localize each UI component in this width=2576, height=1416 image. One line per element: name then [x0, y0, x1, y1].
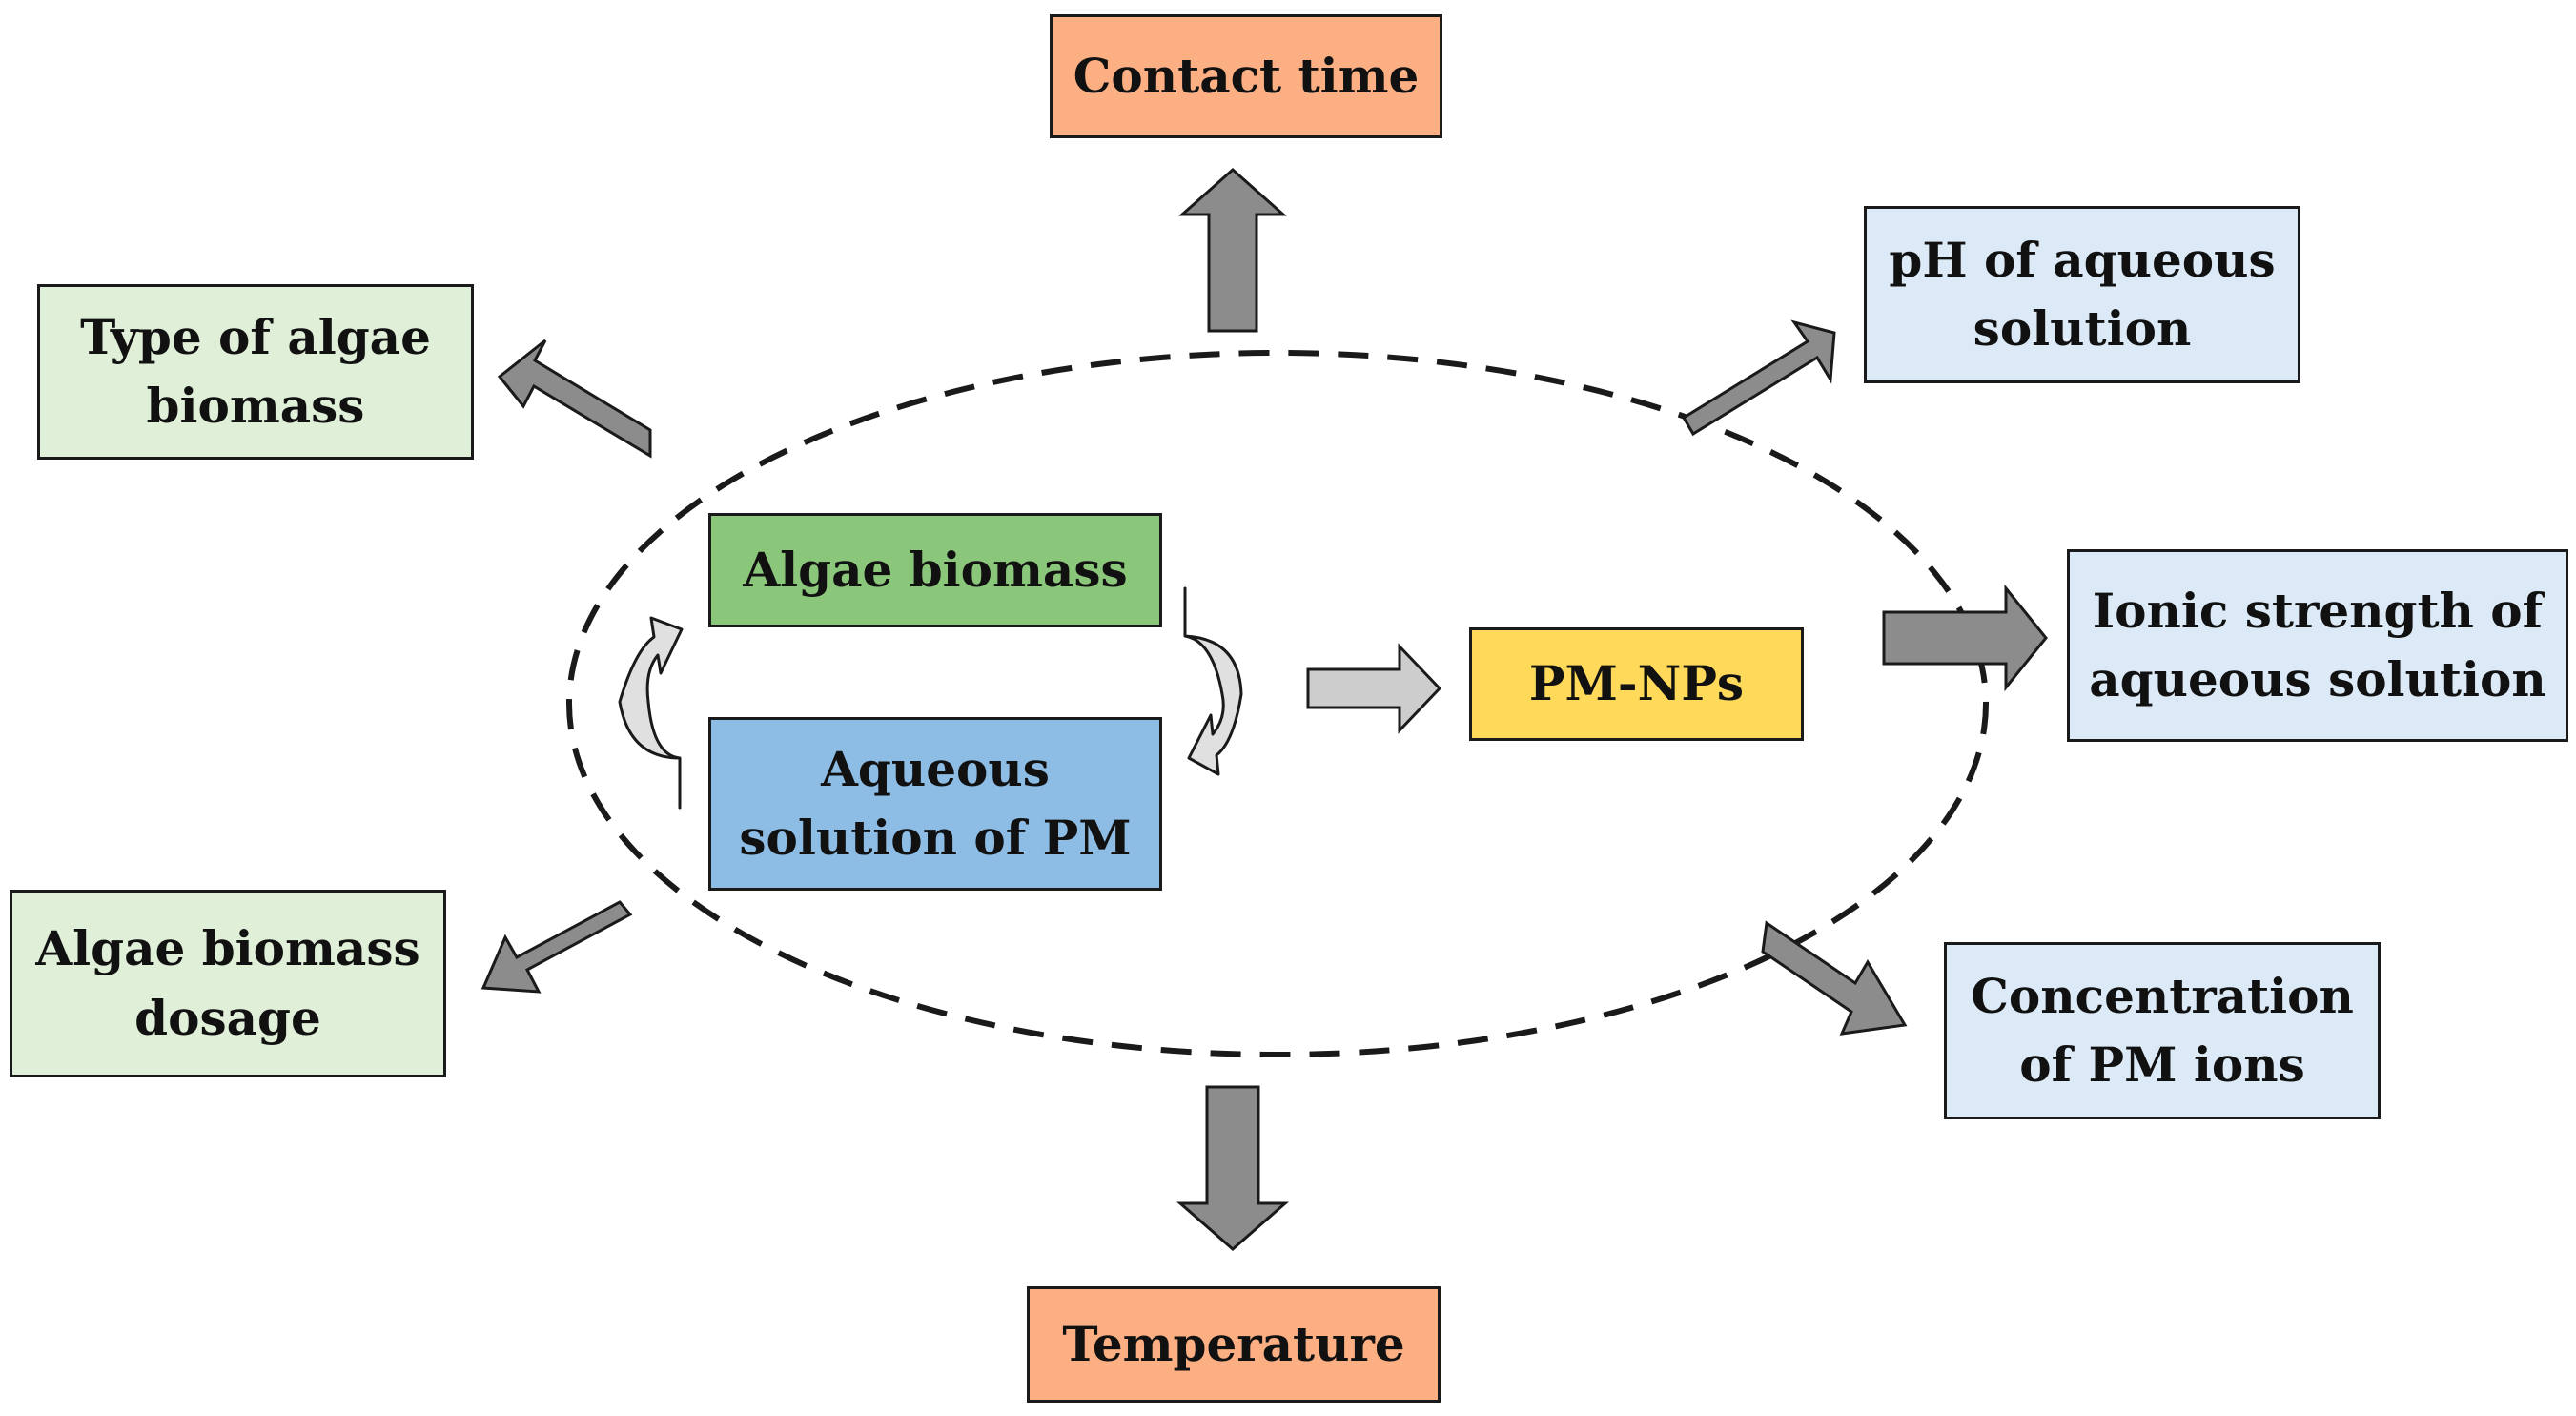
algae-dosage-box: Algae biomass dosage: [10, 890, 446, 1077]
ph-line2: solution: [1973, 300, 2192, 357]
temperature-box: Temperature: [1027, 1286, 1441, 1403]
concentration-text: Concentration of PM ions: [1971, 962, 2354, 1100]
reaction-boundary-ellipse: [566, 350, 1989, 1057]
contact-time-label: Contact time: [1073, 47, 1420, 104]
arrow-to-algae-dosage: [480, 900, 633, 994]
aqueous-solution-text: Aqueous solution of PM: [739, 735, 1131, 873]
ionic-strength-line2: aqueous solution: [2089, 651, 2546, 708]
contact-time-box: Contact time: [1050, 14, 1442, 138]
algae-dosage-line2: dosage: [134, 989, 321, 1046]
ph-box: pH of aqueous solution: [1864, 206, 2300, 383]
aqueous-solution-line1: Aqueous: [821, 740, 1050, 797]
arrow-down-to-temperature: [1176, 1085, 1289, 1251]
aqueous-solution-box: Aqueous solution of PM: [708, 717, 1162, 891]
concentration-box: Concentration of PM ions: [1944, 942, 2381, 1119]
arrow-to-ionic-strength: [1882, 584, 2048, 692]
arrow-to-product: [1306, 643, 1442, 734]
mixing-arrow-left: [618, 616, 684, 810]
arrow-to-concentration: [1761, 920, 1908, 1036]
ph-line1: pH of aqueous: [1889, 231, 2276, 288]
ionic-strength-box: Ionic strength of aqueous solution: [2067, 549, 2568, 742]
pm-nps-label: PM-NPs: [1528, 655, 1745, 712]
concentration-line2: of PM ions: [2019, 1036, 2305, 1093]
algae-biomass-box: Algae biomass: [708, 513, 1162, 627]
aqueous-solution-line2: solution of PM: [739, 810, 1132, 866]
type-of-algae-box: Type of algae biomass: [37, 284, 474, 460]
concentration-line1: Concentration: [1971, 967, 2354, 1024]
type-of-algae-line2: biomass: [146, 378, 365, 434]
arrow-to-ph: [1681, 319, 1836, 437]
algae-dosage-line1: Algae biomass: [35, 920, 420, 976]
ph-text: pH of aqueous solution: [1889, 226, 2275, 364]
type-of-algae-line1: Type of algae: [80, 308, 431, 365]
arrow-up-to-contact-time: [1178, 167, 1287, 333]
ionic-strength-line1: Ionic strength of: [2092, 582, 2544, 639]
type-of-algae-text: Type of algae biomass: [80, 303, 431, 441]
arrow-to-type-of-algae: [497, 339, 652, 459]
pm-nps-box: PM-NPs: [1469, 627, 1804, 741]
algae-biomass-label: Algae biomass: [743, 541, 1128, 598]
algae-dosage-text: Algae biomass dosage: [35, 914, 419, 1053]
mixing-arrow-right: [1183, 586, 1243, 776]
ionic-strength-text: Ionic strength of aqueous solution: [2089, 577, 2545, 715]
temperature-label: Temperature: [1062, 1315, 1405, 1372]
